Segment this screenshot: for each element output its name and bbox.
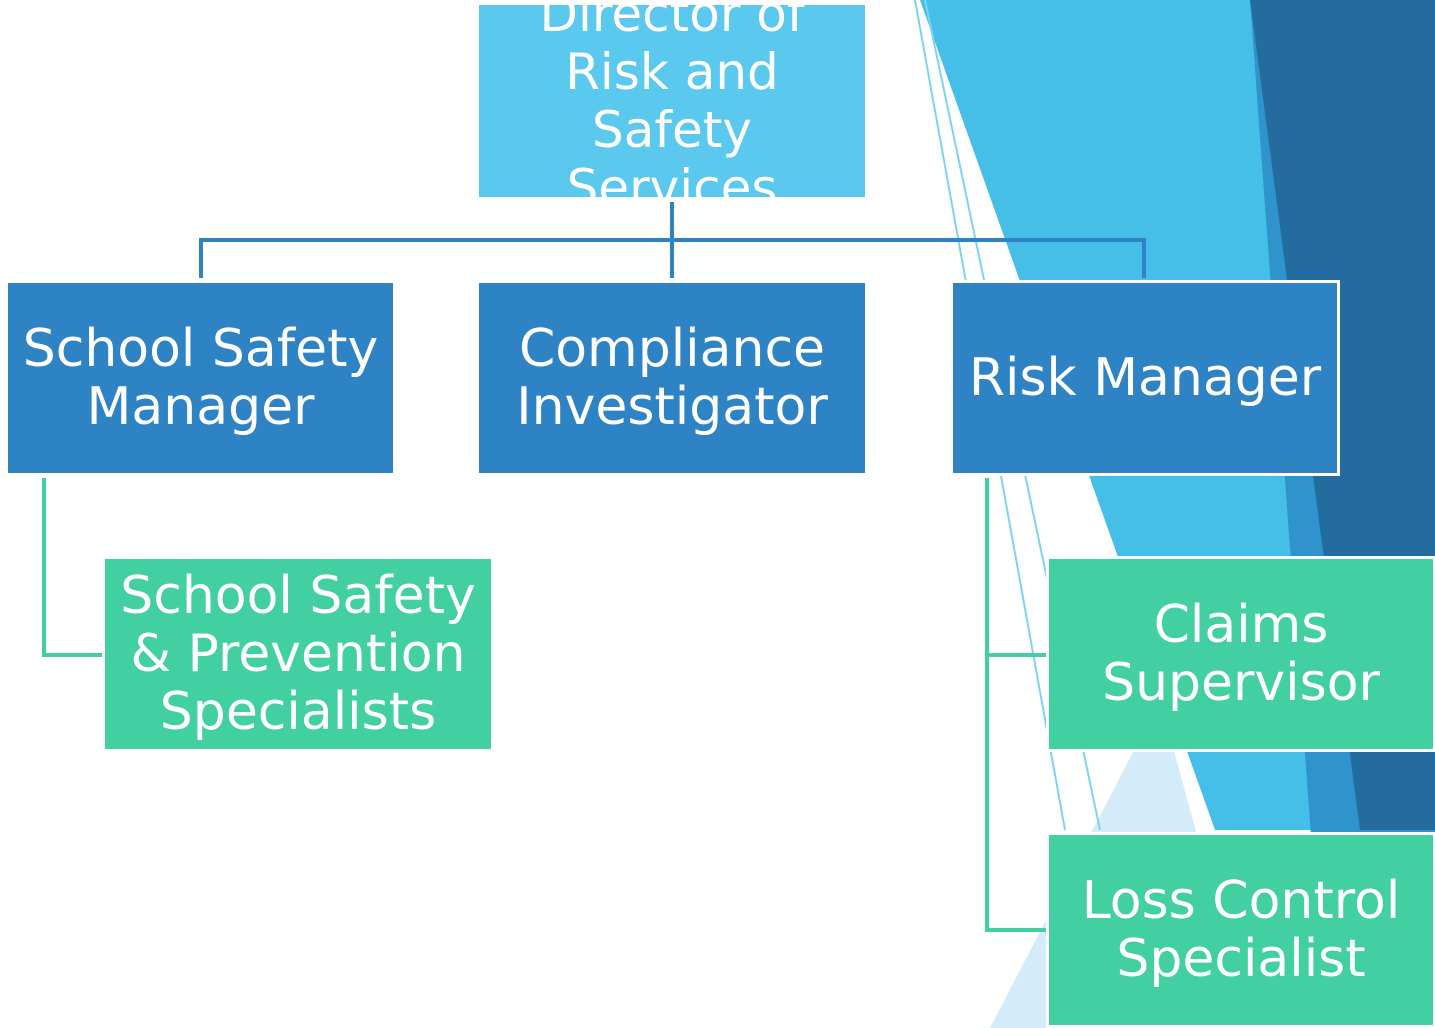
school-safety-specialists-title: School Safety & Prevention Specialists	[120, 566, 476, 742]
risk-manager-box: Risk Manager	[950, 280, 1340, 476]
school-safety-connector	[42, 478, 102, 657]
loss-control-specialist-box: Loss Control Specialist	[1046, 832, 1435, 1028]
managers-connector	[199, 238, 1146, 278]
director-box: Director of Risk and Safety Services	[479, 0, 865, 217]
risk-team-connector	[985, 478, 1046, 932]
compliance-investigator-title: Compliance Investigator	[516, 319, 828, 437]
claims-supervisor-box: Claims Supervisor	[1046, 556, 1435, 752]
school-safety-manager-title: School Safety Manager	[22, 319, 379, 437]
compliance-investigator-box: Compliance Investigator	[479, 283, 865, 473]
claims-supervisor-title: Claims Supervisor	[1102, 595, 1380, 713]
risk-manager-title: Risk Manager	[968, 348, 1322, 408]
director-title: Director of Risk and Safety Services	[539, 0, 805, 217]
school-safety-manager-box: School Safety Manager	[8, 283, 393, 473]
school-safety-specialists-box: School Safety & Prevention Specialists	[105, 559, 491, 749]
loss-control-specialist-title: Loss Control Specialist	[1081, 871, 1401, 989]
